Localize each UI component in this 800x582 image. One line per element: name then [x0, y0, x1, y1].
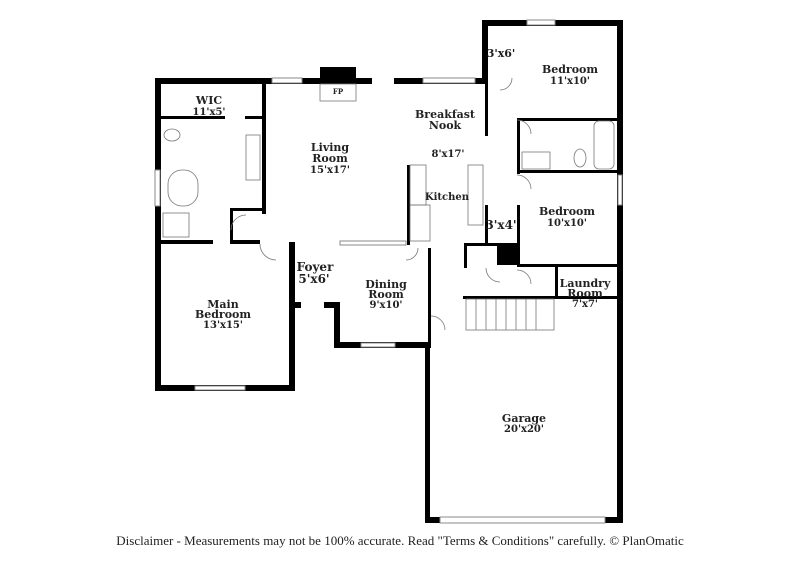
main-bedroom-name1: Main: [207, 298, 238, 311]
kitchen-name: Kitchen: [425, 192, 470, 203]
front-door: [301, 77, 394, 308]
fixtures: [162, 77, 615, 331]
sink-counter-icon: [467, 164, 484, 226]
wic-size: 11'x5': [193, 107, 226, 118]
bedroom2-size: 10'x10': [547, 218, 587, 229]
bathtub-icon: [593, 120, 615, 170]
fireplace-label: FP: [333, 87, 344, 96]
windows: [154, 19, 623, 524]
garage-size: 20'x20': [504, 424, 544, 435]
bedroom1-name: Bedroom: [542, 63, 598, 76]
toilet-icon: [163, 128, 181, 142]
main-bedroom-name2: Bedroom: [195, 308, 251, 321]
living-name2: Room: [312, 152, 348, 165]
stove-icon: [409, 164, 427, 206]
foyer-name: Foyer: [297, 260, 334, 274]
breakfast-size: 8'x17': [432, 149, 465, 160]
laundry-name1: Laundry: [560, 277, 611, 290]
dining-name2: Room: [368, 288, 404, 301]
sink-icon: [521, 151, 551, 170]
vanity-icon: [245, 134, 261, 181]
disclaimer: Disclaimer - Measurements may not be 100…: [116, 533, 684, 548]
laundry-size: 7'x7': [572, 299, 598, 310]
dining-name1: Dining: [365, 278, 407, 291]
dining-size: 9'x10': [370, 300, 403, 311]
breakfast-name1: Breakfast: [415, 108, 476, 121]
foyer-size: 5'x6': [298, 272, 329, 286]
closet1-size: 3'x6': [487, 47, 516, 60]
living-name1: Living: [311, 141, 349, 154]
main-bedroom-size: 13'x15': [203, 320, 243, 331]
door-swings: [230, 77, 532, 331]
fridge-icon: [409, 204, 431, 242]
stair-treads: [475, 299, 537, 330]
living-size: 15'x17': [310, 165, 350, 176]
laundry-name2: Room: [567, 287, 603, 300]
breakfast-name2: Nook: [429, 119, 462, 132]
bathtub-icon: [167, 169, 199, 207]
bedroom1-size: 11'x10': [550, 76, 590, 87]
toilet-icon: [573, 148, 587, 168]
room-labels: WIC 11'x5' 3'x6' Bedroom 11'x10' FP Brea…: [193, 47, 611, 435]
bedroom2-name: Bedroom: [539, 205, 595, 218]
garage-name: Garage: [502, 412, 546, 425]
closet2-size: 3'x4': [485, 218, 516, 232]
shower-icon: [162, 212, 190, 238]
stairs-icon: [465, 298, 555, 331]
fireplace: [319, 83, 357, 102]
wic-name: WIC: [195, 94, 222, 107]
exterior-walls: [155, 20, 623, 523]
